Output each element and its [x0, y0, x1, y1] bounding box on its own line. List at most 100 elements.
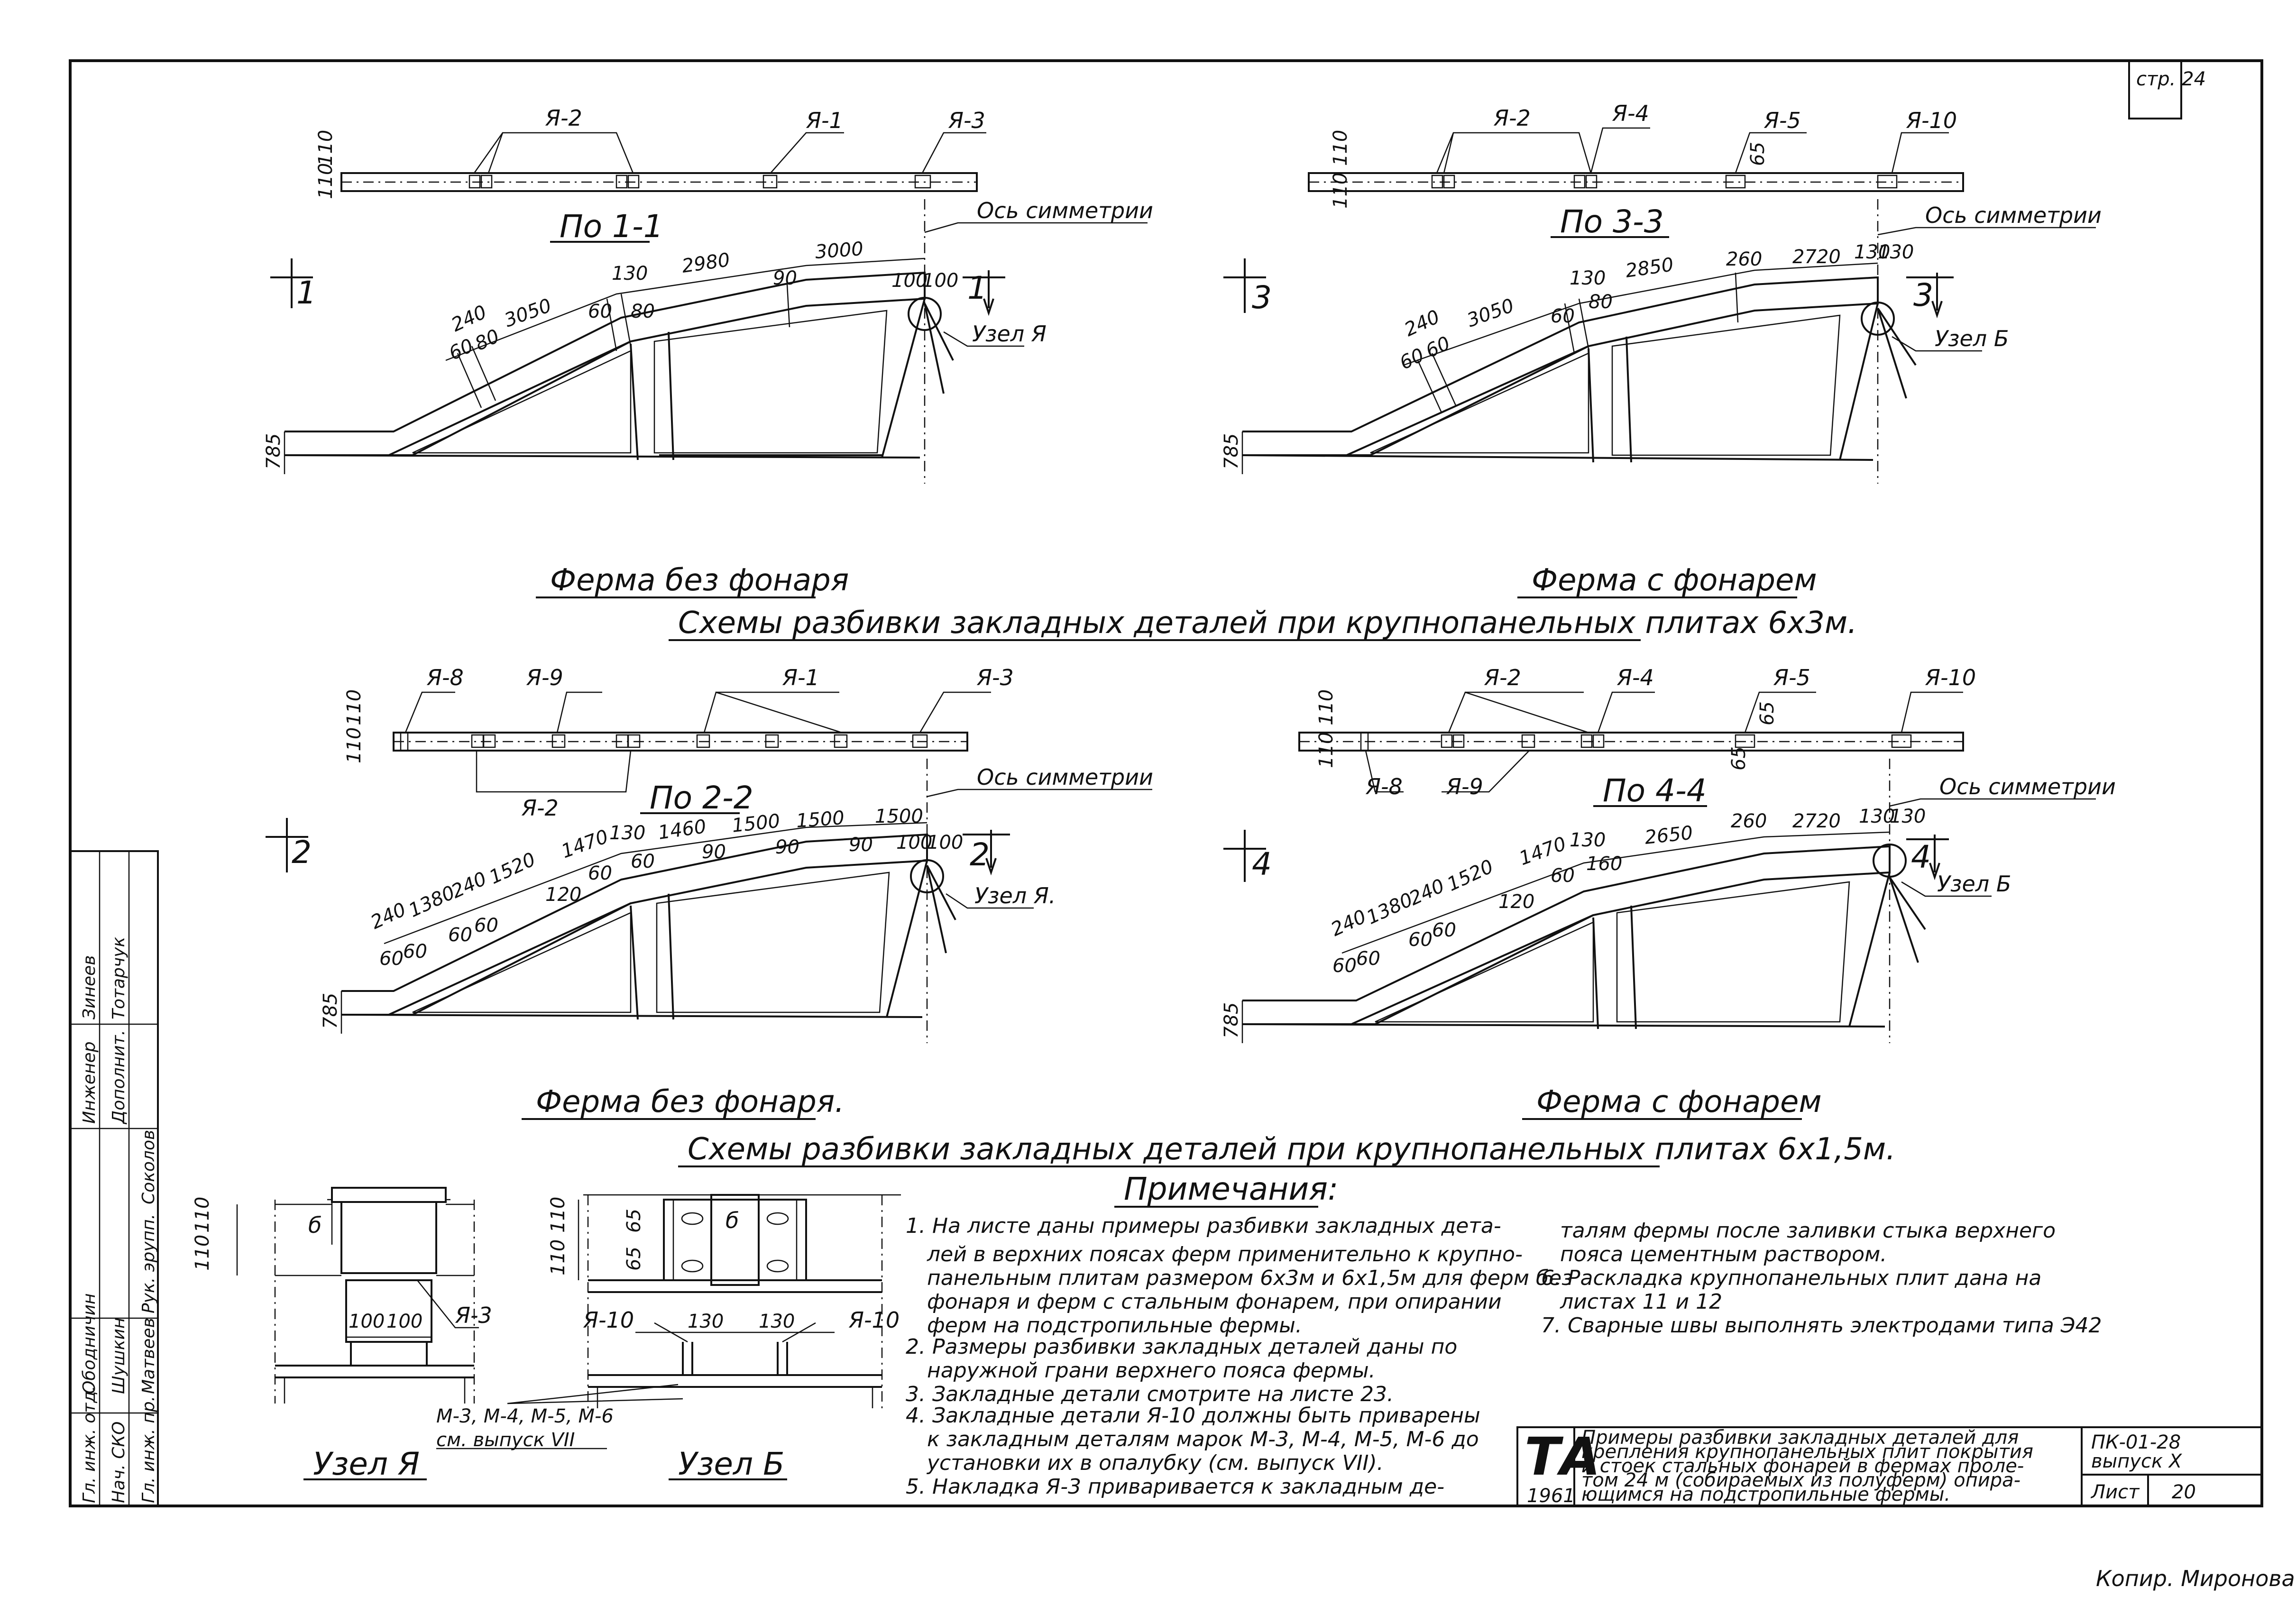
- sheet-label: Лист: [2090, 1481, 2140, 1503]
- plan-label: Я-2: [1484, 665, 1521, 690]
- note-line: 4. Закладные детали Я-10 должны быть при…: [906, 1404, 1480, 1428]
- stamp-name-4: Шушкин: [109, 1318, 129, 1394]
- title-line: Примеры разбивки закладных деталей для: [1581, 1427, 2019, 1449]
- chord-dim: 100: [896, 832, 932, 853]
- chord-dim: 240: [367, 899, 410, 934]
- plan-dim: 110: [343, 727, 365, 763]
- section-mark: 3: [1913, 277, 1933, 313]
- detail-label: Я-10: [583, 1307, 634, 1333]
- title-line: и стоек стальных фонарей в фермах проле-: [1581, 1455, 2024, 1477]
- chord-dim: 1520: [1444, 855, 1497, 896]
- axis-label: Ось симметрии: [1925, 202, 2102, 228]
- caption-group-2: Ферма без фонаря. Ферма с фонарем Схемы …: [522, 1084, 1896, 1167]
- detail-dim: 65: [623, 1247, 645, 1271]
- chord-dim: 1470: [1516, 833, 1569, 870]
- stamp-role-4: Нач. СКО: [109, 1422, 129, 1503]
- plan-dim: 110: [343, 689, 365, 725]
- node-label: Узел Я: [972, 321, 1047, 347]
- chord-dim: 1460: [657, 816, 707, 844]
- chord-dim: 60: [1332, 955, 1357, 977]
- chord-dim: 60: [1408, 929, 1433, 951]
- plan-label: Я-1: [782, 665, 819, 690]
- detail-dim: 110: [192, 1197, 213, 1233]
- sheet-number: 20: [2172, 1481, 2196, 1503]
- plan-dim: 65: [1747, 142, 1769, 166]
- chord-dim: 160: [1586, 853, 1622, 875]
- height-dim: 785: [1221, 433, 1242, 469]
- detail-label: б: [726, 1208, 739, 1233]
- stamp-role-5: Гл. инж. пр.: [139, 1396, 158, 1503]
- chord-dim: 1470: [559, 826, 611, 862]
- detail-node-ya: б 110 110 100 100 Я-3 М-3, М-4, М-5, М-6…: [192, 1187, 683, 1482]
- height-dim: 785: [320, 993, 341, 1029]
- chord-dim: 1520: [486, 848, 539, 889]
- page-ref-box: стр. 24: [2128, 61, 2206, 119]
- axis-label: Ось симметрии: [977, 764, 1153, 790]
- stamp-role-1: Инженер: [80, 1041, 99, 1124]
- node-label: Узел Б: [1937, 871, 2011, 897]
- chord-dim: 60: [1432, 919, 1456, 941]
- stamp-role-6: Рук. эрупп.: [139, 1214, 158, 1313]
- plan-label: Я-4: [1612, 101, 1649, 126]
- plan-label: Я-4: [1616, 665, 1654, 690]
- view-section-4-4: Я-2 Я-4 Я-5 Я-10 Я-8 Я-9 110 110 65 65 П…: [1221, 665, 2116, 1043]
- plan-label: Я-5: [1763, 108, 1801, 133]
- node-label: Узел Б: [1935, 326, 2009, 351]
- view-section-2-2: Я-8 Я-9 Я-1 Я-3 Я-2 110 110 По 2-2 2 2 О…: [266, 665, 1153, 1043]
- plan-dim: 110: [1315, 732, 1337, 768]
- note-line: 3. Закладные детали смотрите на листе 23…: [906, 1382, 1394, 1406]
- chord-dim: 80: [1589, 291, 1613, 313]
- chord-dim: 120: [1498, 891, 1534, 913]
- section-mark: 1: [967, 270, 987, 306]
- section-title: По 4-4: [1603, 772, 1707, 809]
- chord-dim: 2650: [1644, 822, 1694, 849]
- chord-dim: 60: [379, 948, 404, 970]
- chord-dim: 60: [1356, 948, 1380, 970]
- notes-block: Примечания: 1. На листе даны примеры раз…: [906, 1171, 2102, 1499]
- heading-6x3: Схемы разбивки закладных деталей при кру…: [678, 606, 1857, 641]
- chord-dim: 2720: [1792, 810, 1841, 832]
- note-line: панельным плитам размером 6х3м и 6х1,5м …: [927, 1266, 1573, 1290]
- logo: ТА: [1525, 1426, 1600, 1487]
- note-line: 2. Размеры разбивки закладных деталей да…: [906, 1335, 1457, 1359]
- section-mark: 3: [1252, 279, 1272, 316]
- detail-node-b: б 110 110 65 65 130 130 Я-10 Я-10 Узел Б: [547, 1194, 901, 1482]
- chord-dim: 130: [1878, 241, 1914, 263]
- detail-label: б: [308, 1212, 321, 1238]
- plan-dim: 110: [1330, 173, 1351, 209]
- plan-label: Я-3: [948, 108, 985, 133]
- axis-label: Ось симметрии: [1939, 774, 2116, 799]
- plan-dim: 110: [1330, 130, 1351, 166]
- title-block: ТА 1961 Примеры разбивки закладных детал…: [1516, 1426, 2263, 1507]
- section-title: По 3-3: [1560, 203, 1664, 240]
- caption-no-lantern-2: Ферма без фонаря.: [536, 1084, 845, 1119]
- plan-label: Я-3: [976, 665, 1014, 690]
- detail-dim: 65: [623, 1209, 645, 1233]
- plan-label: Я-1: [806, 108, 843, 133]
- chord-dim: 240: [448, 868, 490, 903]
- chord-dim: 1500: [731, 810, 781, 837]
- chord-dim: 240: [1406, 875, 1448, 910]
- plan-label: Я-2: [1493, 105, 1531, 131]
- chord-dim: 60: [1551, 305, 1575, 327]
- stamp-name-2: Тотарчук: [109, 937, 129, 1019]
- page-ref-label: стр. 24: [2136, 68, 2206, 90]
- note-line: наружной грани верхнего пояса фермы.: [927, 1358, 1376, 1383]
- plan-label: Я-8: [426, 665, 464, 690]
- notes-title: Примечания:: [1124, 1171, 1338, 1207]
- caption-with-lantern: Ферма с фонарем: [1532, 563, 1817, 598]
- detail-label: Я-10: [848, 1307, 900, 1333]
- chord-dim: 60: [474, 915, 498, 936]
- plan-dim: 110: [315, 130, 337, 166]
- note-line: 5. Накладка Я-3 приваривается к закладны…: [906, 1475, 1444, 1499]
- plan-label: Я-2: [545, 105, 582, 131]
- plan-dim: 65: [1728, 746, 1750, 771]
- plan-label: Я-8: [1365, 774, 1403, 799]
- section-mark: 2: [970, 836, 990, 873]
- chord-dim: 130: [1854, 241, 1890, 263]
- section-title: По 1-1: [560, 208, 663, 245]
- side-stamp: Инженер Зинеев Дополнит. Тотарчук Гл. ин…: [69, 850, 159, 1507]
- plan-label: Я-2: [521, 795, 559, 821]
- chord-dim: 60: [1396, 344, 1428, 374]
